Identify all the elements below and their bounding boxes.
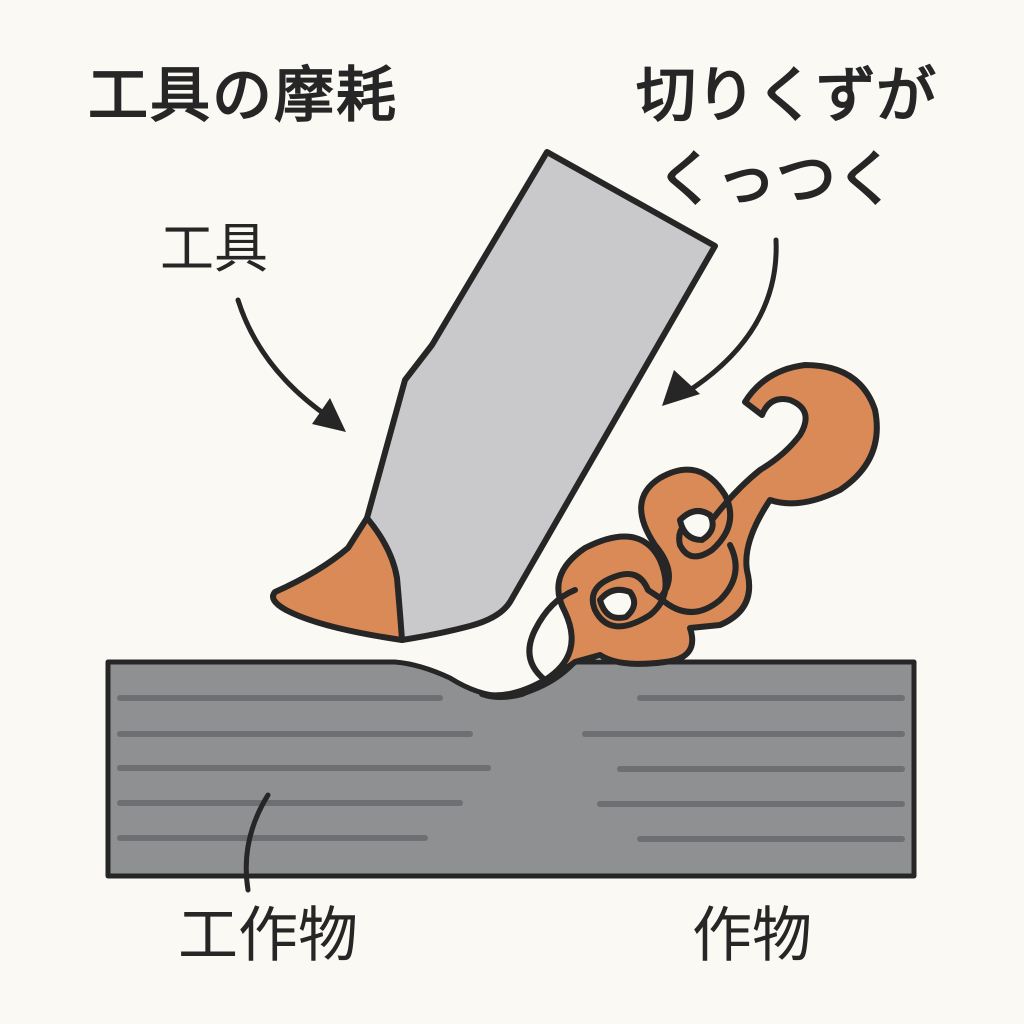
workpiece-pointer-line [243,792,271,893]
workpiece-label: 工作物 [178,901,358,971]
tool-arrowhead [312,398,346,432]
workpiece-label-right: 作物 [692,901,812,971]
built-up-edge [270,515,405,643]
chip-label-line2: くっつく [656,145,896,215]
arrows [235,237,779,893]
workpiece-grain-lines [117,695,905,842]
chip-label-line1: 切りくずが [636,61,936,131]
curled-chip [479,362,880,700]
tool-label: 工具 [160,217,268,280]
page-title: 工具の摩耗 [88,61,398,131]
chip-arrowhead [662,370,700,406]
chip-pointer-arrow [687,237,779,393]
tool-pointer-arrow [235,297,333,421]
